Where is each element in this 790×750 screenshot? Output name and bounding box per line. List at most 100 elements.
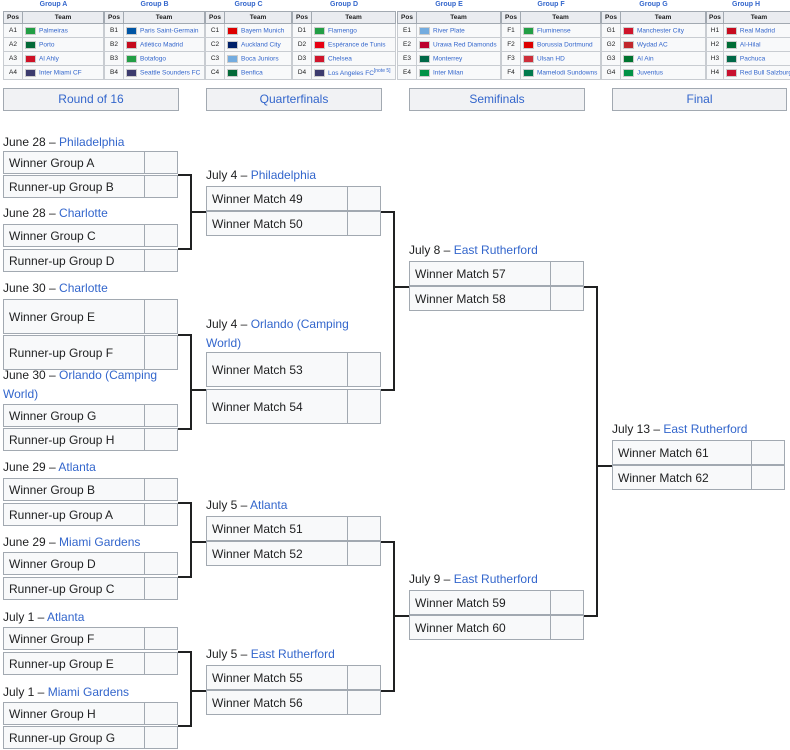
team-link[interactable]: Urawa Red Diamonds: [433, 41, 497, 49]
flag-icon: [314, 40, 325, 49]
venue-link[interactable]: Atlanta: [58, 460, 96, 474]
team-name: Winner Group D: [9, 557, 96, 571]
team-link[interactable]: Al Ain: [637, 55, 654, 63]
team-link[interactable]: Wydad AC: [637, 41, 668, 49]
team-link[interactable]: Porto: [39, 41, 55, 49]
group-title[interactable]: Group E: [435, 1, 463, 8]
flag-icon: [227, 26, 238, 35]
group-title[interactable]: Group C: [234, 1, 263, 8]
group-title[interactable]: Group B: [140, 1, 169, 8]
team-header: Team: [22, 11, 104, 24]
score-cell: [144, 152, 177, 173]
team-link[interactable]: Palmeiras: [39, 27, 68, 35]
team-link[interactable]: Al Ahly: [39, 55, 59, 63]
team-link[interactable]: River Plate: [433, 27, 465, 35]
venue-link[interactable]: East Rutherford: [453, 243, 538, 257]
position-cell: A2: [3, 37, 23, 52]
team-link[interactable]: Manchester City: [637, 27, 684, 35]
team-header: Team: [224, 11, 292, 24]
bracket-connector: [178, 576, 190, 578]
team-link[interactable]: Borussia Dortmund: [537, 41, 593, 49]
team-link[interactable]: Los Angeles FC: [328, 69, 374, 77]
team-link[interactable]: Inter Milan: [433, 69, 464, 77]
venue-link[interactable]: East Rutherford: [453, 572, 538, 586]
round-header-semifinals[interactable]: Semifinals: [409, 88, 585, 111]
venue-link[interactable]: Charlotte: [59, 206, 108, 220]
score-cell: [144, 479, 177, 500]
team-link[interactable]: Boca Juniors: [241, 55, 279, 63]
group-title[interactable]: Group H: [732, 1, 760, 8]
team-link[interactable]: Red Bull Salzburg: [739, 69, 790, 77]
flag-icon: [623, 40, 634, 49]
position-cell: F1: [501, 23, 521, 38]
footnote-link[interactable]: [note 5]: [373, 67, 391, 74]
team-link[interactable]: Benfica: [241, 69, 263, 77]
position-cell: F2: [501, 37, 521, 52]
venue-link[interactable]: Orlando (Camping World): [206, 317, 349, 350]
team-cell: Boca Juniors: [224, 51, 292, 66]
venue-link[interactable]: Philadelphia: [250, 168, 317, 182]
team-link[interactable]: Mamelodi Sundowns: [537, 69, 598, 77]
flag-icon: [623, 54, 634, 63]
team-link[interactable]: Paris Saint-Germain: [140, 27, 199, 35]
team-slot-top: Winner Match 53: [206, 352, 381, 387]
position-cell: D3: [292, 51, 312, 66]
venue-link[interactable]: East Rutherford: [663, 422, 748, 436]
venue-link[interactable]: Orlando (Camping World): [3, 368, 158, 401]
venue-link[interactable]: Charlotte: [59, 281, 108, 295]
team-link[interactable]: Auckland City: [241, 41, 281, 49]
team-link[interactable]: Atlético Madrid: [140, 41, 183, 49]
round-header-quarterfinals[interactable]: Quarterfinals: [206, 88, 382, 111]
team-link[interactable]: Real Madrid: [739, 27, 775, 35]
group-title[interactable]: Group F: [537, 1, 565, 8]
score-cell: [550, 287, 583, 310]
team-link[interactable]: Bayern Munich: [241, 27, 285, 35]
team-link[interactable]: Botafogo: [140, 55, 167, 63]
team-link[interactable]: Al-Hilal: [739, 41, 761, 49]
flag-icon: [419, 68, 430, 77]
team-slot-bottom: Winner Match 54: [206, 389, 381, 424]
group-title[interactable]: Group D: [330, 1, 358, 8]
round-header-r16[interactable]: Round of 16: [3, 88, 179, 111]
team-link[interactable]: Juventus: [637, 69, 664, 77]
flag-icon: [523, 68, 534, 77]
team-cell: Al Ahly: [22, 51, 104, 66]
position-cell: B4: [104, 65, 124, 80]
group-title[interactable]: Group A: [39, 1, 68, 8]
team-header: Team: [722, 11, 790, 24]
venue-link[interactable]: East Rutherford: [250, 647, 335, 661]
round-header-final[interactable]: Final: [612, 88, 787, 111]
position-cell: E1: [397, 23, 417, 38]
team-link[interactable]: Seattle Sounders FC: [140, 69, 201, 77]
team-link[interactable]: Monterrey: [433, 55, 463, 63]
flag-icon: [623, 68, 634, 77]
group-title[interactable]: Group G: [639, 1, 668, 8]
team-link[interactable]: Chelsea: [328, 55, 352, 63]
team-link[interactable]: Ulsan HD: [537, 55, 565, 63]
venue-link[interactable]: Philadelphia: [59, 135, 125, 149]
match-date: July 5 – Atlanta: [206, 496, 386, 515]
venue-link[interactable]: Miami Gardens: [59, 535, 141, 549]
bracket-connector: [190, 690, 206, 692]
match-date: July 1 – Miami Gardens: [3, 683, 183, 702]
venue-link[interactable]: Atlanta: [250, 498, 288, 512]
team-cell: Borussia Dortmund: [520, 37, 601, 52]
team-link[interactable]: Pachuca: [739, 55, 766, 63]
team-link[interactable]: Inter Miami CF: [39, 69, 82, 77]
score-cell: [751, 441, 784, 464]
team-slot-top: Winner Match 55: [206, 665, 381, 690]
venue-link[interactable]: Atlanta: [47, 610, 85, 624]
team-cell: Bayern Munich: [224, 23, 292, 38]
bracket-connector: [596, 465, 612, 467]
venue-link[interactable]: Miami Gardens: [47, 685, 130, 699]
team-link[interactable]: Flamengo: [328, 27, 357, 35]
team-cell: Chelsea: [311, 51, 396, 66]
score-cell: [347, 390, 380, 423]
team-link[interactable]: Espérance de Tunis: [328, 41, 386, 49]
team-name: Winner Match 57: [415, 267, 506, 281]
bracket-connector: [393, 211, 395, 391]
team-link[interactable]: Fluminense: [537, 27, 571, 35]
team-cell: Red Bull Salzburg: [722, 65, 790, 80]
